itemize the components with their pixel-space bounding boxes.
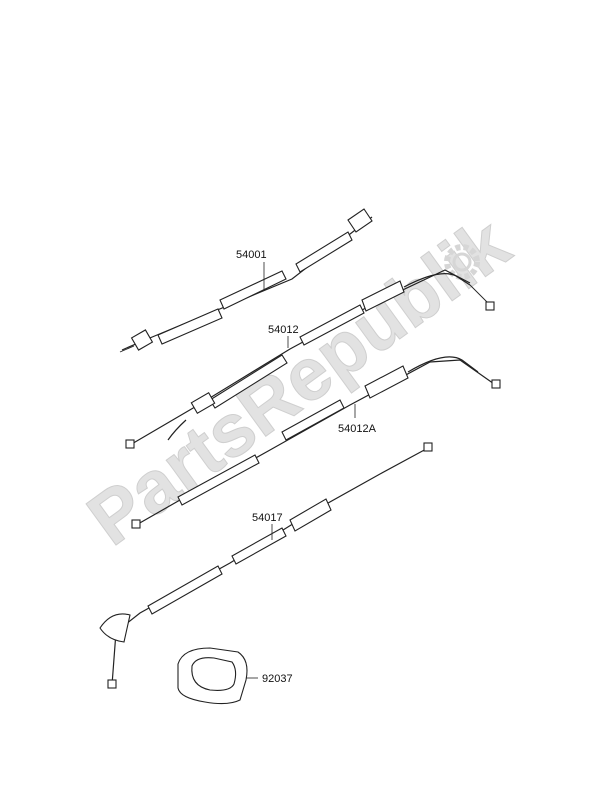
gear-icon bbox=[444, 244, 480, 280]
cable-54001[interactable] bbox=[119, 208, 373, 353]
cable-54012A[interactable] bbox=[131, 356, 501, 529]
part-number-54017: 54017 bbox=[252, 512, 283, 524]
part-number-54012A: 54012A bbox=[338, 423, 377, 435]
watermark: PartsRepublik bbox=[72, 200, 525, 561]
part-number-92037: 92037 bbox=[262, 673, 293, 685]
cable-54017[interactable] bbox=[99, 442, 433, 689]
part-number-54012: 54012 bbox=[268, 324, 299, 336]
part-number-54001: 54001 bbox=[236, 249, 267, 261]
grommet-92037[interactable] bbox=[177, 647, 248, 705]
cable-54012[interactable] bbox=[125, 269, 495, 449]
